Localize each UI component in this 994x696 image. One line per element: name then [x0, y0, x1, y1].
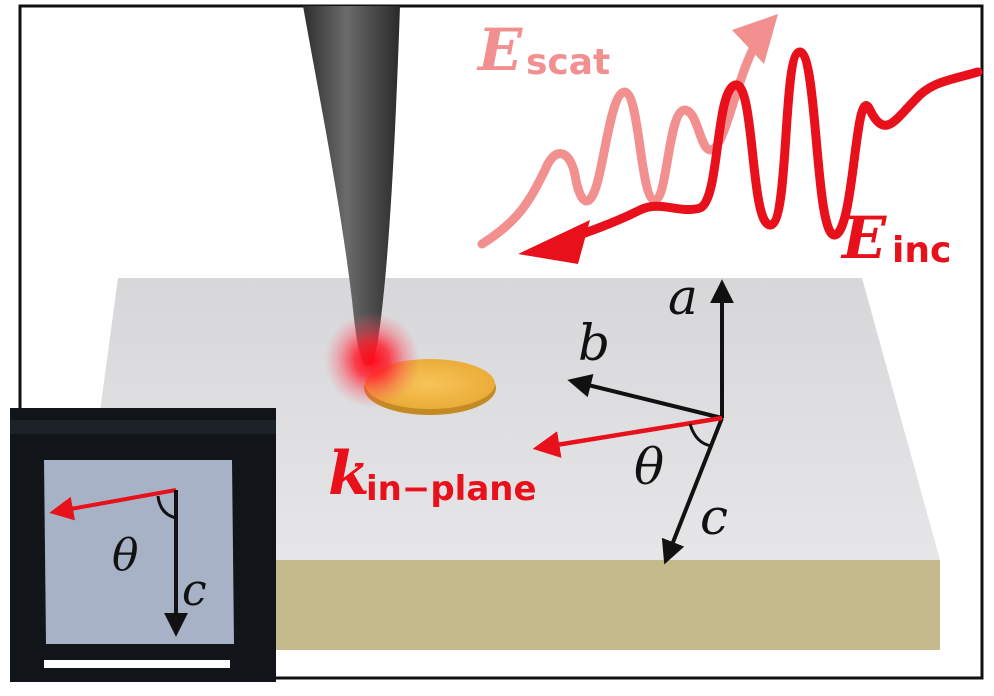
incident-wave	[553, 47, 983, 247]
inset-top-bar	[10, 420, 276, 434]
inset-scale-bar	[44, 660, 230, 668]
inset-k-arrow	[49, 488, 177, 521]
incident-wave-arrowhead	[518, 220, 590, 264]
inset-photo: θ c	[10, 408, 276, 682]
scattered-wave	[477, 25, 770, 249]
theta-label: θ	[634, 438, 664, 496]
crystal-top-surface	[80, 278, 940, 560]
substrate-side	[230, 560, 940, 650]
theta-arc	[688, 423, 713, 448]
laser-hotspot-icon	[324, 312, 420, 408]
e-inc-label: E	[840, 204, 887, 272]
inset-theta-label: θ	[112, 530, 139, 581]
axis-b-arrow	[567, 373, 723, 420]
k-in-plane-arrow	[532, 415, 723, 458]
axis-a-label: a	[668, 268, 698, 326]
e-scat-label: E	[476, 16, 523, 84]
inset-theta-arc	[156, 495, 177, 520]
e-scat-subscript: scat	[526, 42, 610, 83]
e-inc-subscript: inc	[892, 230, 951, 271]
scattered-wave-arrowhead	[732, 14, 778, 64]
axis-c-arrow	[661, 417, 724, 565]
axis-c-label: c	[700, 488, 728, 546]
axis-b-label: b	[578, 314, 610, 372]
inset-crystal	[44, 460, 234, 644]
k-label: k	[328, 439, 370, 509]
inset-c-label: c	[182, 565, 207, 616]
k-subscript: in−plane	[366, 469, 537, 509]
afm-tip-icon	[303, 6, 400, 367]
